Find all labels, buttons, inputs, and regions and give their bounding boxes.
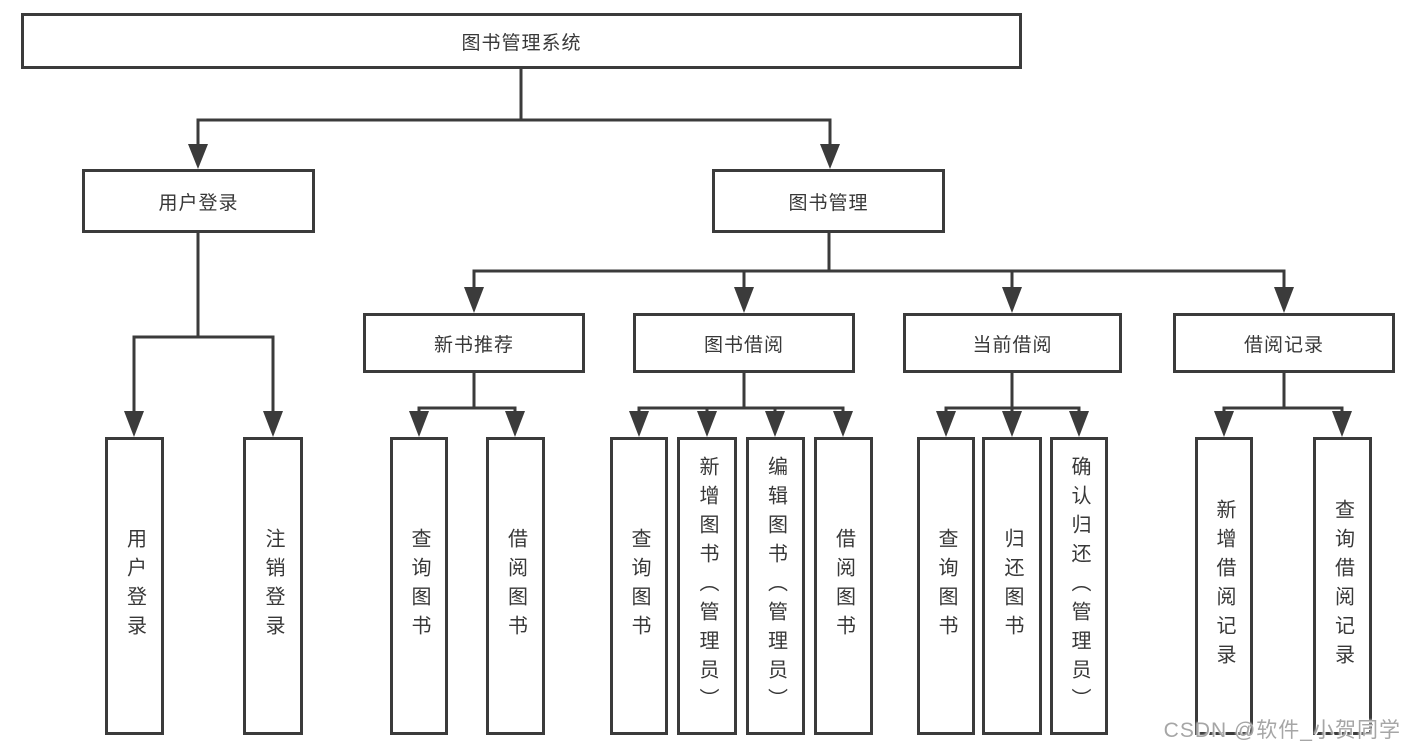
leaf-label: 查询图书 bbox=[935, 528, 957, 644]
leaf-label: 借阅图书 bbox=[504, 528, 527, 644]
node-book-mgmt: 图书管理 bbox=[712, 169, 945, 233]
connector-borrow-records-to-leaves bbox=[1214, 371, 1352, 437]
connector-user-login-to-leaves bbox=[124, 231, 283, 437]
node-leaf-edit-books-admin: 编辑图书（管理员） bbox=[746, 437, 805, 735]
leaf-label: 编辑图书（管理员） bbox=[764, 455, 787, 717]
leaf-label: 新增图书（管理员） bbox=[696, 455, 718, 717]
node-user-login: 用户登录 bbox=[82, 169, 315, 233]
connector-current-borrow-to-leaves bbox=[936, 371, 1089, 437]
node-leaf-logout: 注销登录 bbox=[243, 437, 303, 735]
leaf-label: 新增借阅记录 bbox=[1213, 499, 1235, 673]
node-leaf-query-books-3: 查询图书 bbox=[917, 437, 975, 735]
leaf-label: 借阅图书 bbox=[832, 528, 855, 644]
node-leaf-confirm-return-admin: 确认归还（管理员） bbox=[1050, 437, 1108, 735]
connector-book-mgmt-to-level3 bbox=[464, 231, 1294, 313]
node-leaf-user-login: 用户登录 bbox=[105, 437, 164, 735]
node-leaf-borrow-books-2: 借阅图书 bbox=[814, 437, 873, 735]
leaf-label: 查询借阅记录 bbox=[1331, 499, 1354, 673]
connector-new-book-rec-to-leaves bbox=[409, 371, 525, 437]
leaf-label: 查询图书 bbox=[628, 528, 650, 644]
connector-root-to-level2 bbox=[188, 67, 840, 169]
leaf-label: 注销登录 bbox=[262, 528, 284, 644]
node-new-book-rec: 新书推荐 bbox=[363, 313, 585, 373]
node-leaf-borrow-books-1: 借阅图书 bbox=[486, 437, 545, 735]
node-leaf-query-books-2: 查询图书 bbox=[610, 437, 668, 735]
node-book-borrow: 图书借阅 bbox=[633, 313, 855, 373]
leaf-label: 归还图书 bbox=[1001, 528, 1023, 644]
node-leaf-query-books-1: 查询图书 bbox=[390, 437, 448, 735]
node-borrow-records: 借阅记录 bbox=[1173, 313, 1395, 373]
node-leaf-return-books: 归还图书 bbox=[982, 437, 1042, 735]
connector-book-borrow-to-leaves bbox=[629, 371, 853, 437]
node-leaf-add-books-admin: 新增图书（管理员） bbox=[677, 437, 737, 735]
watermark: CSDN @软件_小贺同学 bbox=[1163, 719, 1401, 742]
node-root: 图书管理系统 bbox=[21, 13, 1022, 69]
node-leaf-query-borrow-record: 查询借阅记录 bbox=[1313, 437, 1372, 735]
node-current-borrow: 当前借阅 bbox=[903, 313, 1122, 373]
node-leaf-add-borrow-record: 新增借阅记录 bbox=[1195, 437, 1253, 735]
leaf-label: 用户登录 bbox=[123, 528, 146, 644]
leaf-label: 查询图书 bbox=[408, 528, 430, 644]
leaf-label: 确认归还（管理员） bbox=[1068, 455, 1090, 717]
